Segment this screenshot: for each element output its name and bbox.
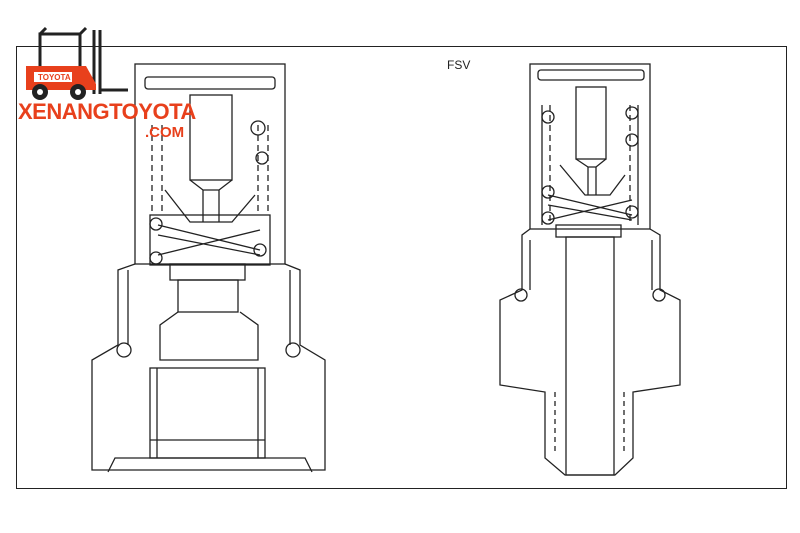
logo-suffix: .COM (145, 124, 185, 141)
diagram-frame (16, 46, 787, 489)
right-valve-drawing (499, 63, 681, 476)
svg-text:TOYOTA: TOYOTA (38, 73, 71, 82)
left-valve-drawing (91, 63, 326, 473)
logo-wordmark: XENANGTOYOTA (18, 99, 196, 124)
forklift-icon: TOYOTA (26, 26, 128, 100)
fsv-label: FSV (447, 58, 471, 72)
